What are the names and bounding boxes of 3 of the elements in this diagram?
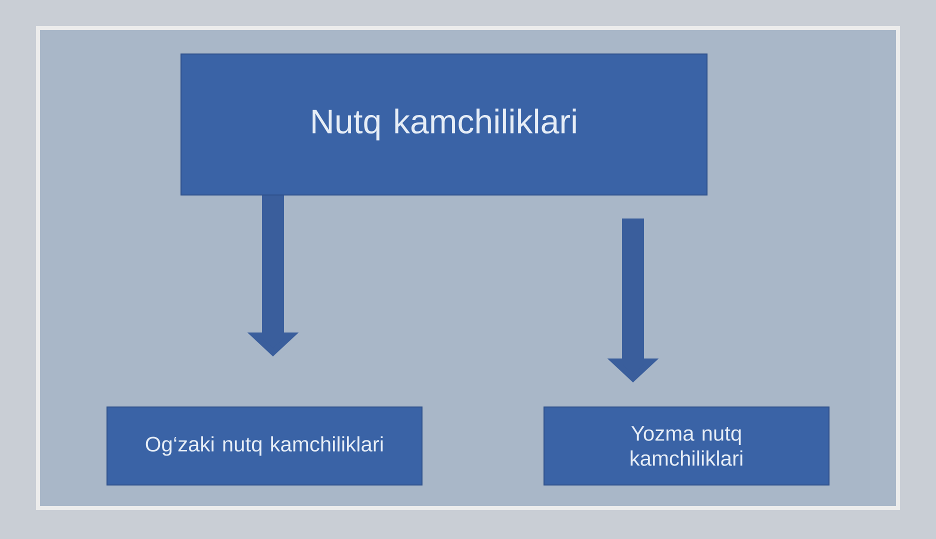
text-box: Nutq kamchiliklari (180, 54, 708, 196)
text-box: Og‘zaki nutq kamchiliklari (106, 406, 422, 486)
text-box: Yozma nutq kamchiliklari (544, 406, 830, 486)
